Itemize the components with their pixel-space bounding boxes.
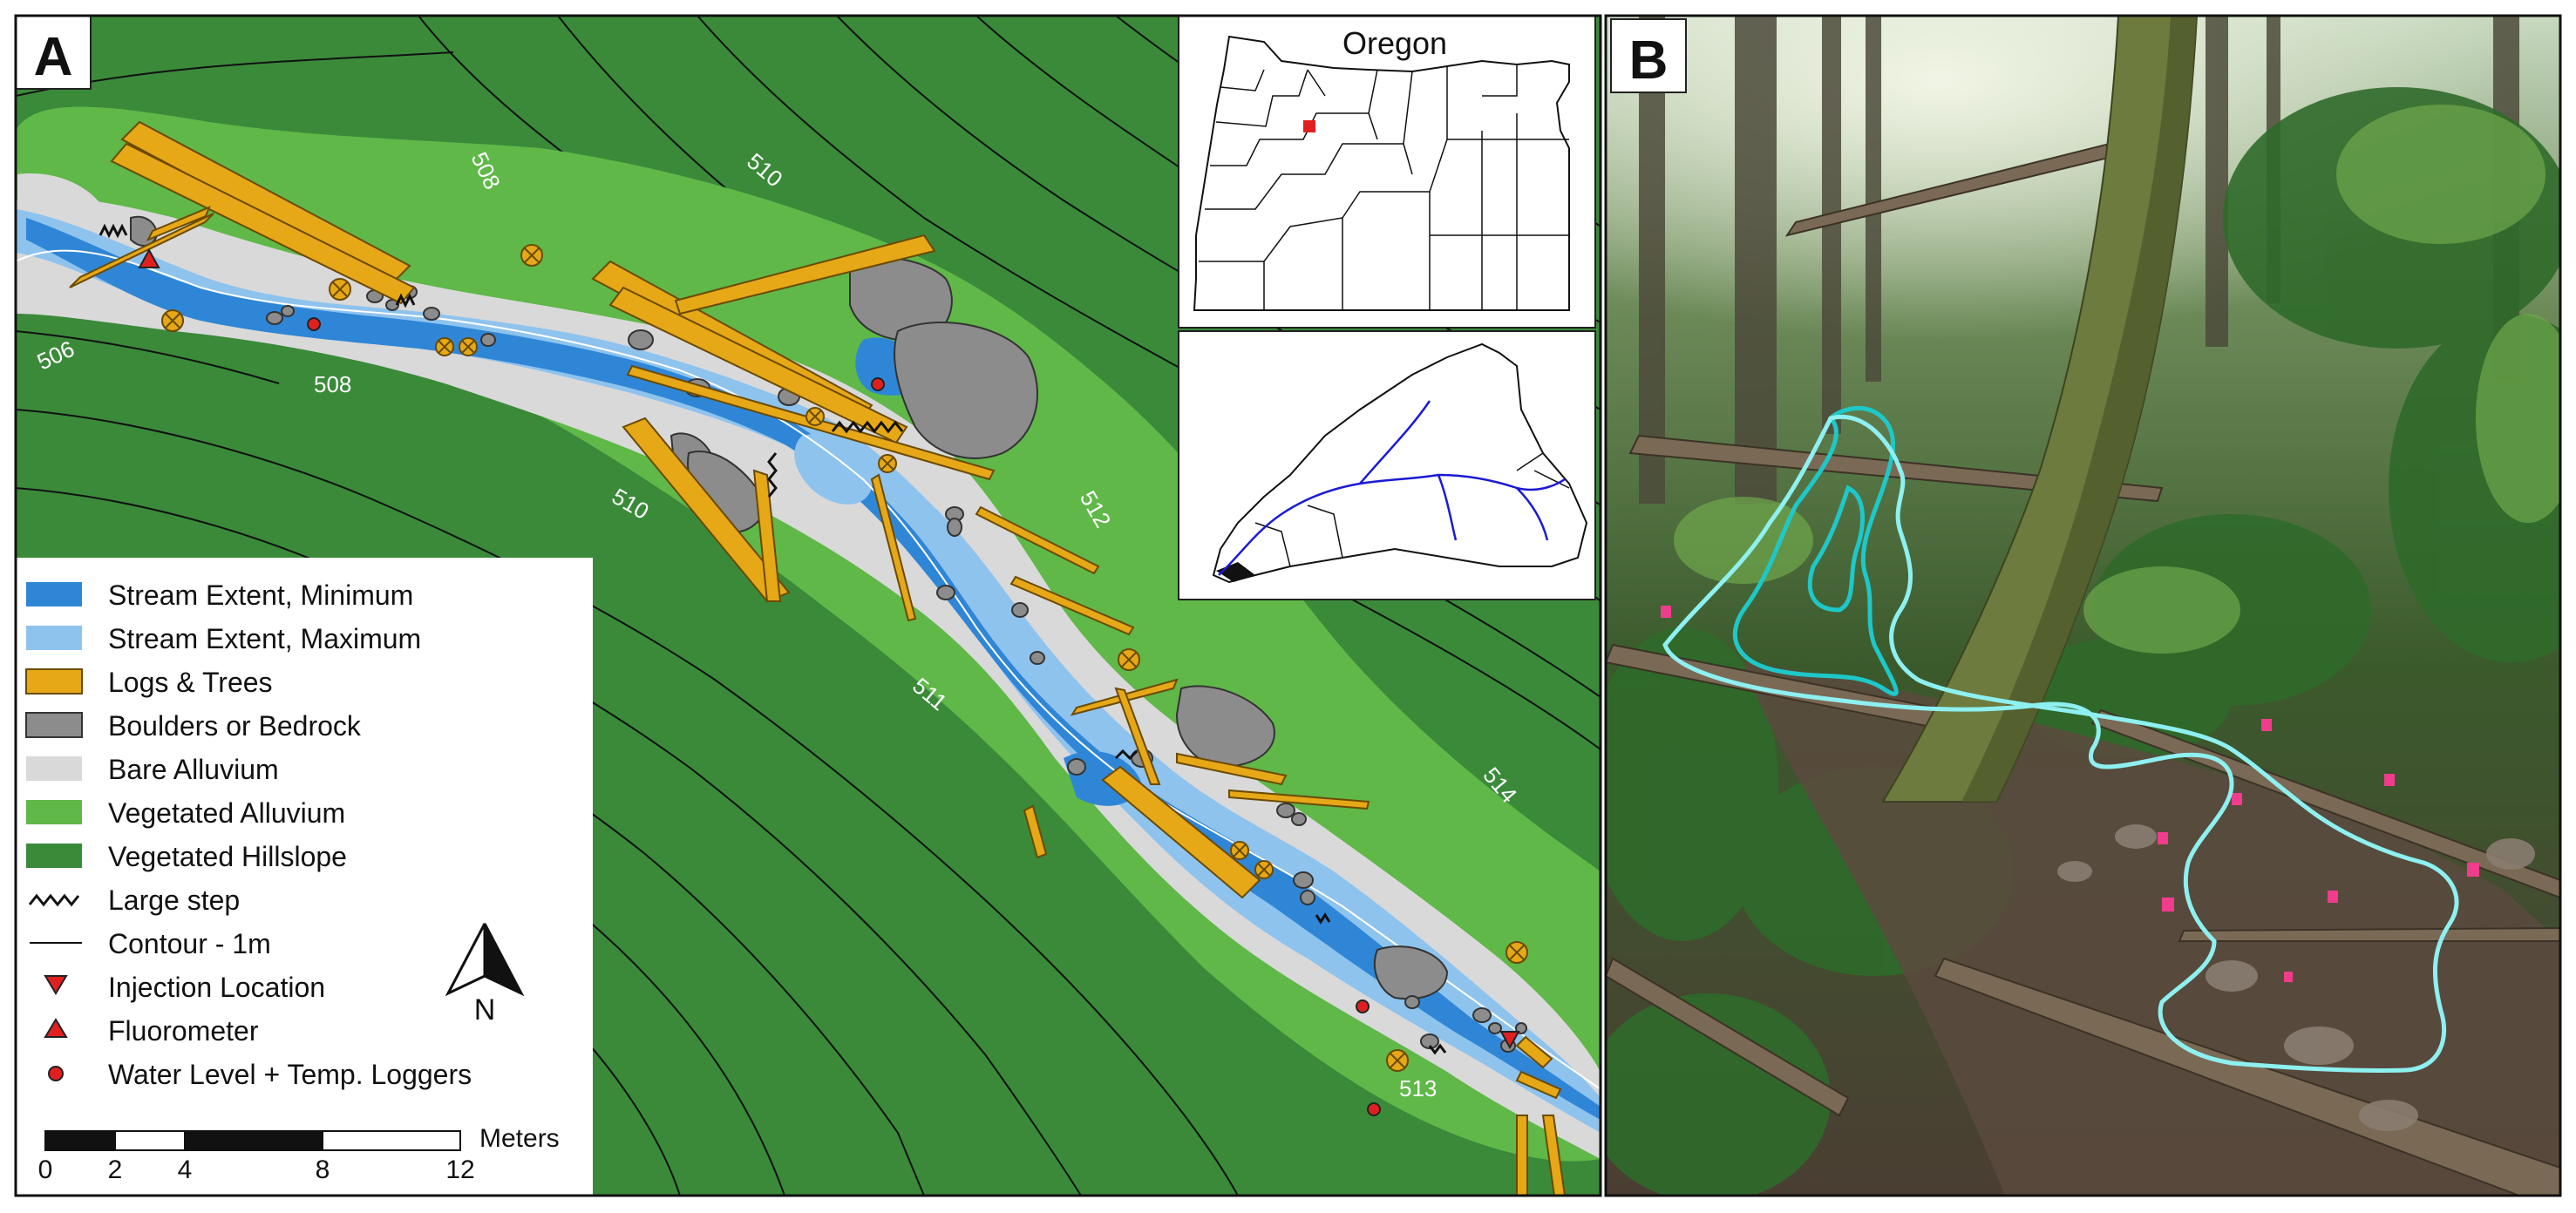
oregon-outline	[1193, 35, 1570, 311]
swatch-stream-max	[26, 626, 82, 650]
tree-stumps	[161, 244, 1528, 1072]
legend-label: Large step	[108, 884, 240, 916]
flag-icon	[2384, 774, 2395, 786]
contour-label: 513	[1399, 1075, 1437, 1101]
scale-tick-label: 12	[445, 1155, 474, 1184]
flag-icon	[2162, 898, 2174, 911]
north-label: N	[474, 993, 496, 1027]
stream-extent-minimum	[26, 218, 1601, 1120]
panel-a-label: A	[34, 27, 73, 87]
triangle-down-icon	[44, 975, 68, 995]
scale-tick-label: 0	[38, 1155, 53, 1184]
legend-label: Boulders or Bedrock	[108, 710, 362, 742]
tree-stump	[161, 309, 184, 332]
scale-tick-label: 4	[178, 1155, 193, 1184]
watershed-outline	[1212, 342, 1588, 584]
legend-label: Contour - 1m	[108, 928, 271, 959]
flag-icon	[2232, 793, 2242, 805]
survey-flags	[1661, 606, 2479, 982]
stream-network	[1218, 400, 1566, 576]
stream-outline-minimum	[1733, 405, 1899, 696]
trunk-shadow	[1961, 16, 2197, 802]
oregon-counties	[1199, 64, 1569, 310]
watershed-inset	[1178, 330, 1596, 600]
tree-stump	[1386, 1049, 1409, 1072]
panel-a-frame	[14, 14, 1602, 1197]
study-site-marker	[1303, 120, 1315, 132]
legend-label: Fluorometer	[108, 1015, 259, 1047]
panel-b-frame	[1604, 14, 2562, 1197]
tree-stump	[329, 278, 351, 301]
swatch-logs	[25, 668, 83, 695]
swatch-veg-alluvium	[26, 800, 82, 824]
water-level-logger	[871, 377, 885, 391]
flag-icon	[2261, 719, 2272, 731]
panel-b-photo: B	[1606, 16, 2560, 1196]
stream-pool	[794, 434, 872, 505]
subcatchment-boundaries	[1254, 452, 1570, 567]
swatch-stream-min	[26, 582, 82, 606]
inset-title: Oregon	[1342, 25, 1447, 61]
scale-bar: Meters 0 2 4 8 12	[38, 1124, 560, 1184]
logs-and-trees	[69, 120, 1567, 1196]
legend-label: Logs & Trees	[108, 667, 273, 698]
instrument-markers	[138, 247, 1520, 1116]
legend-label: Stream Extent, Minimum	[108, 579, 413, 611]
fallen-logs	[1606, 129, 2560, 1196]
panel-b-label: B	[1629, 30, 1669, 91]
circle-icon	[48, 1066, 64, 1081]
swatch-boulders	[25, 712, 83, 738]
scale-tick-label: 8	[316, 1155, 330, 1184]
tree-stump	[1230, 841, 1249, 860]
swatch-bare	[26, 756, 82, 781]
zigzag-icon	[28, 893, 80, 907]
panel-a-map: 506 508 508 510 510 511 512 513 514 A Or…	[16, 16, 1601, 1196]
tree-stump	[1254, 860, 1274, 879]
tree-stump	[1118, 648, 1140, 671]
tree-stump	[1505, 941, 1528, 964]
water-level-logger	[307, 317, 321, 331]
tree-stump	[435, 337, 454, 356]
flag-icon	[2158, 832, 2168, 844]
water-level-logger	[1356, 1000, 1370, 1013]
water-level-logger	[1367, 1102, 1381, 1116]
north-arrow: N	[445, 923, 525, 1027]
legend-label: Vegetated Alluvium	[108, 797, 345, 829]
injection-location-marker	[1499, 1031, 1520, 1050]
tree-stump	[459, 337, 478, 356]
flag-icon	[2467, 863, 2479, 877]
oregon-inset: Oregon	[1178, 16, 1596, 329]
scale-tick-label: 2	[108, 1155, 123, 1184]
swatch-veg-hillslope	[26, 844, 82, 868]
legend-label: Water Level + Temp. Loggers	[108, 1059, 472, 1090]
map-legend: Stream Extent, Minimum Stream Extent, Ma…	[16, 558, 593, 1196]
fern-highlights	[1674, 105, 2560, 654]
tree-stump	[805, 407, 825, 426]
flag-icon	[2284, 972, 2293, 982]
legend-label: Bare Alluvium	[108, 754, 279, 785]
scale-bar-unit: Meters	[479, 1124, 560, 1153]
flag-icon	[2328, 891, 2338, 903]
contour-label: 508	[314, 371, 351, 397]
flag-icon	[1661, 606, 1671, 618]
panel-b-label-box	[1610, 18, 1687, 93]
tree-stump	[520, 244, 543, 267]
large-steps	[99, 223, 1447, 1055]
stream-outline-maximum	[1662, 415, 2459, 1073]
legend-label: Stream Extent, Maximum	[108, 623, 421, 654]
legend-label: Injection Location	[108, 972, 325, 1003]
tree-stump	[878, 454, 897, 473]
legend-label: Vegetated Hillslope	[108, 841, 347, 872]
fluorometer-marker	[138, 247, 160, 268]
triangle-up-icon	[44, 1018, 68, 1038]
rocks	[2057, 824, 2535, 1131]
panel-a-label-box	[16, 16, 92, 90]
